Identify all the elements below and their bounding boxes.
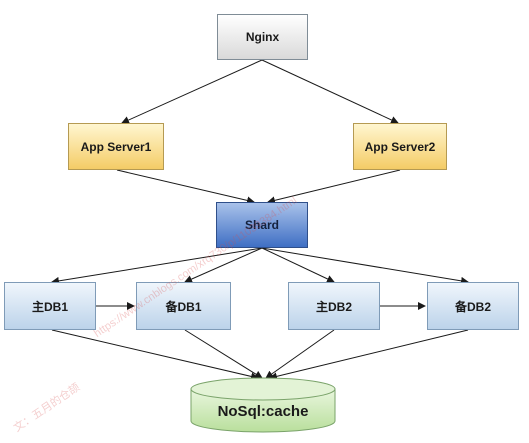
app-server2-node: App Server2 [353,123,447,170]
backup-db1-node: 备DB1 [136,282,231,330]
edge-backup1-cache [184,329,263,379]
edge-nginx-app1 [121,59,263,124]
master-db1-label: 主DB1 [31,299,68,314]
edge-master2-cache [265,329,335,379]
backup-db1-label: 备DB1 [165,299,202,314]
shard-label: Shard [244,218,279,232]
nginx-node: Nginx [217,14,308,60]
edge-backup2-cache [269,329,469,381]
shard-node: Shard [216,202,308,248]
master-db2-label: 主DB2 [315,299,352,314]
cache-cylinder [190,377,336,433]
edge-shard-master1 [51,247,263,285]
cache-label: NoSql:cache [217,402,309,420]
edge-app1-shard [116,169,255,205]
backup-db2-node: 备DB2 [427,282,519,330]
nginx-label: Nginx [245,30,280,44]
edge-shard-backup2 [261,247,469,285]
backup-db2-label: 备DB2 [454,299,491,314]
edge-app2-shard [267,169,401,205]
edge-master1-cache [51,329,259,381]
edge-shard-master2 [261,247,335,283]
app-server1-node: App Server1 [68,123,164,170]
master-db1-node: 主DB1 [4,282,96,330]
app-server2-label: App Server2 [364,139,436,154]
edge-shard-backup1 [184,247,263,283]
app-server1-label: App Server1 [80,139,152,154]
master-db2-node: 主DB2 [288,282,380,330]
edge-nginx-app2 [261,59,399,124]
